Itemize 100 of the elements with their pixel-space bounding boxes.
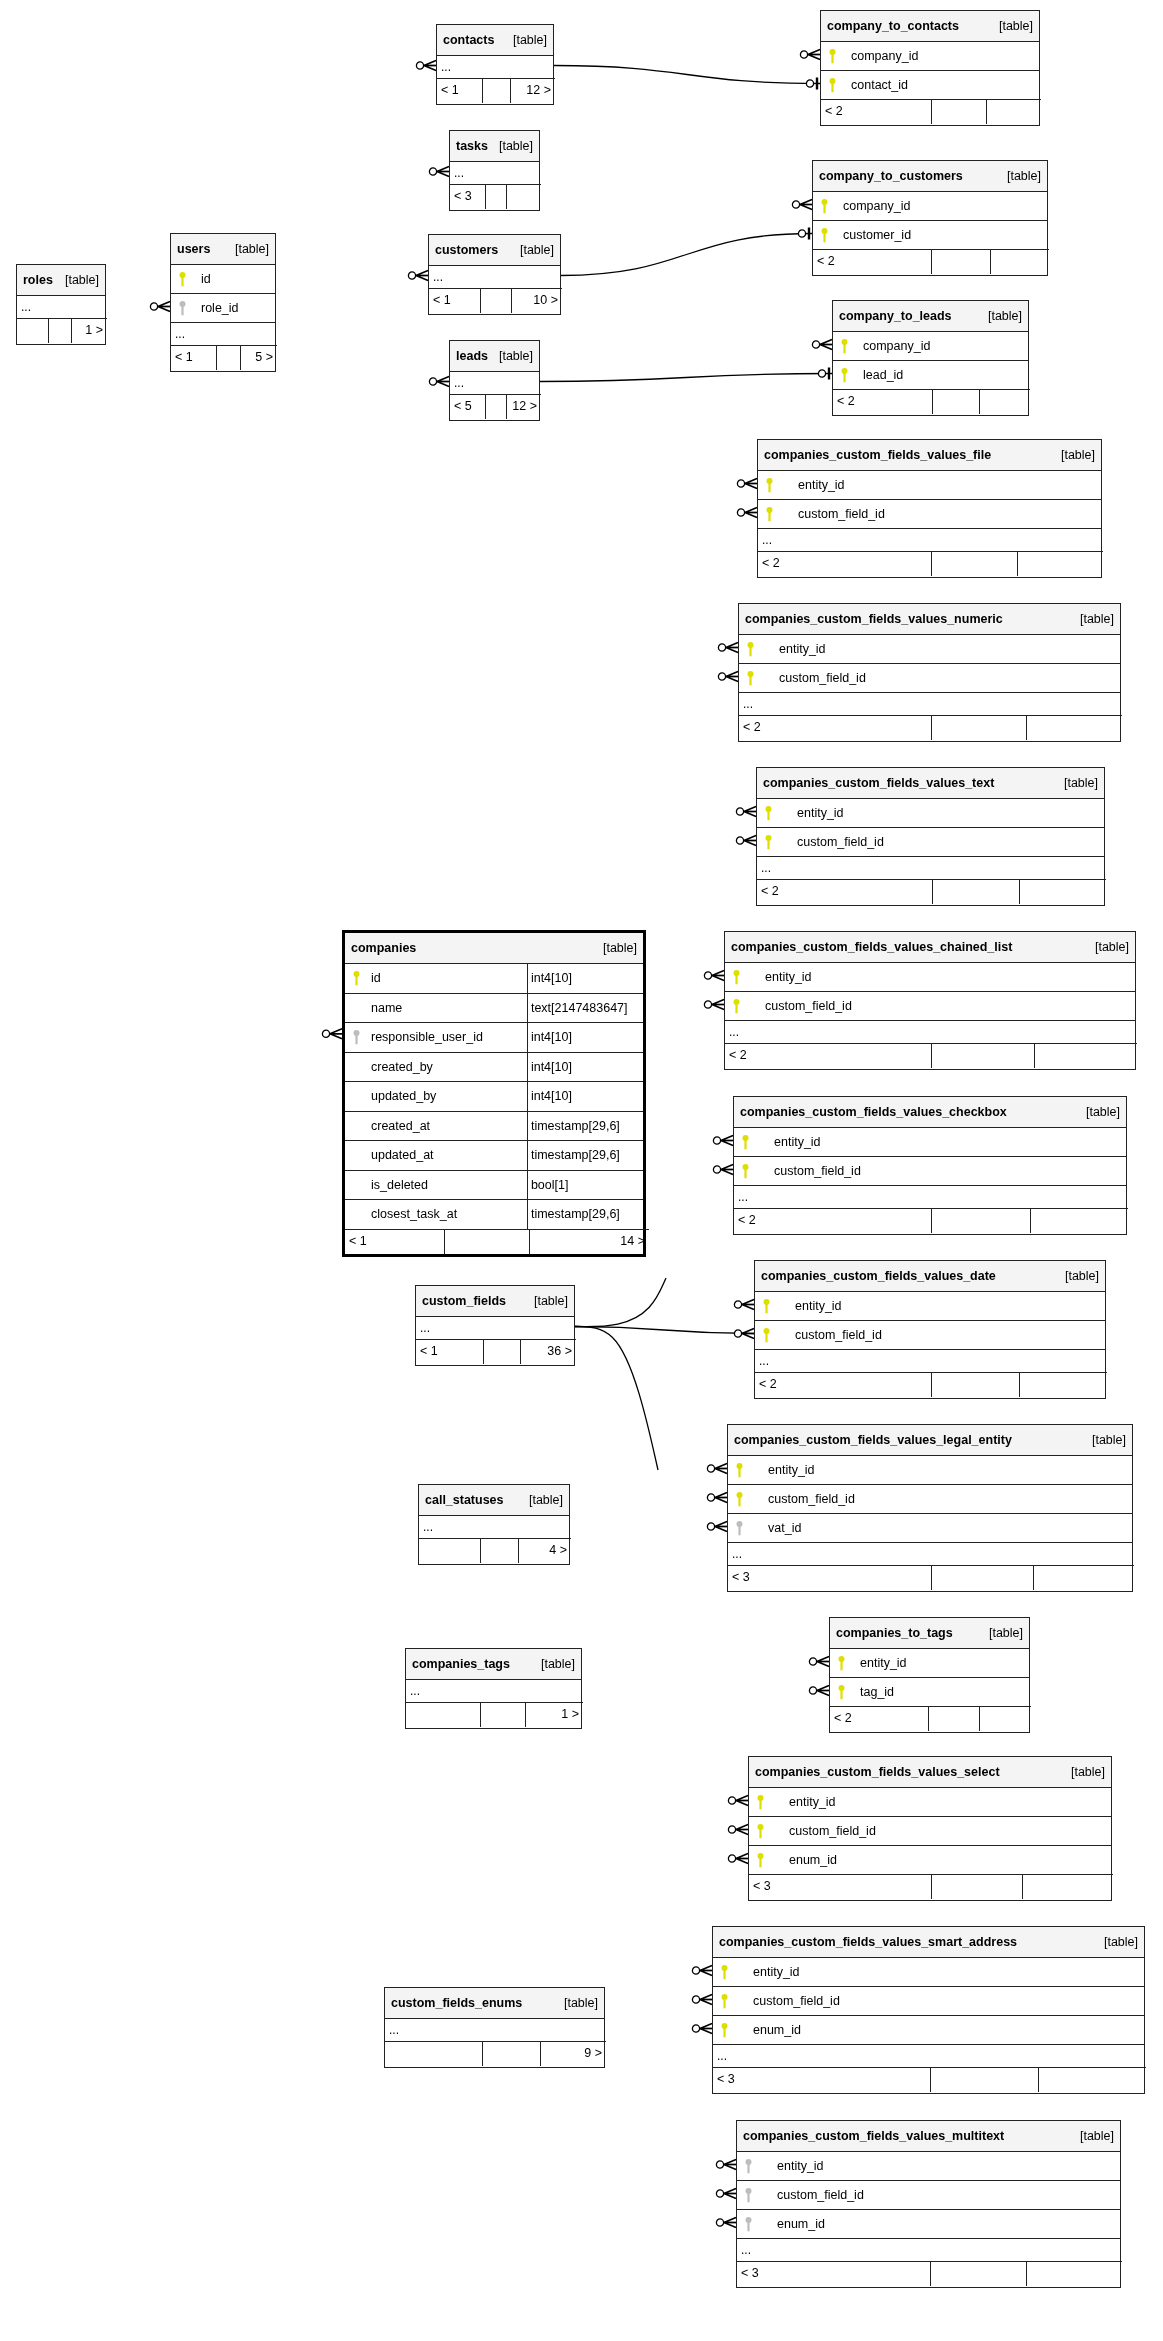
table-box bbox=[384, 1987, 605, 2068]
footer-cell: < 2 bbox=[821, 99, 931, 124]
table-type-tag: [table] bbox=[988, 1626, 1023, 1640]
empty-footer-cell bbox=[484, 184, 507, 209]
ellipsis-row: ... bbox=[725, 1020, 1135, 1043]
column-row bbox=[345, 1110, 643, 1140]
table-box bbox=[820, 10, 1040, 126]
column-name: custom_field_id bbox=[774, 1164, 861, 1178]
table-name: companies_custom_fields_values_select bbox=[755, 1765, 1000, 1779]
table-name: companies_custom_fields_values_date bbox=[761, 1269, 996, 1283]
ellipsis-row: ... bbox=[758, 528, 1101, 551]
ellipsis-row: ... bbox=[728, 1542, 1132, 1565]
table-box bbox=[812, 160, 1048, 276]
relationship-line bbox=[717, 641, 739, 654]
column-name: enum_id bbox=[789, 1853, 837, 1867]
footer-cell: < 2 bbox=[725, 1043, 931, 1068]
table-type-tag: [table] bbox=[498, 349, 533, 363]
relationship-line bbox=[735, 805, 757, 818]
table-type-tag: [table] bbox=[1085, 1105, 1120, 1119]
footer-cell: 12 > bbox=[506, 394, 541, 419]
relationship-line bbox=[703, 998, 725, 1011]
table-name: companies_custom_fields_values_file bbox=[764, 448, 992, 462]
empty-footer-cell bbox=[1037, 2067, 1146, 2092]
table-name: companies bbox=[351, 941, 417, 955]
ellipsis-row: ... bbox=[437, 55, 553, 78]
relationship-line bbox=[727, 1794, 749, 1807]
relationship-line bbox=[706, 1491, 728, 1504]
column-row bbox=[345, 1199, 643, 1229]
column-row bbox=[345, 1051, 643, 1081]
column-name: entity_id bbox=[768, 1463, 815, 1477]
table-name: tasks bbox=[456, 139, 488, 153]
column-name: entity_id bbox=[797, 806, 844, 820]
column-row bbox=[345, 1140, 643, 1170]
column-name: entity_id bbox=[798, 478, 845, 492]
table-box bbox=[829, 1617, 1030, 1733]
footer-cell: < 3 bbox=[749, 1874, 931, 1899]
empty-footer-cell bbox=[930, 551, 1017, 576]
empty-footer-cell bbox=[482, 2041, 540, 2066]
footer-cell: < 2 bbox=[755, 1372, 931, 1397]
table-type-tag: [table] bbox=[1070, 1765, 1105, 1779]
empty-footer-cell bbox=[1016, 551, 1103, 576]
table-type-tag: [table] bbox=[540, 1657, 575, 1671]
ellipsis-row: ... bbox=[17, 295, 105, 318]
relationship-line bbox=[706, 1462, 728, 1475]
ellipsis-row: ... bbox=[755, 1349, 1105, 1372]
ellipsis-row: ... bbox=[385, 2018, 604, 2041]
relationship-line bbox=[811, 338, 833, 351]
relationship-line bbox=[727, 1852, 749, 1865]
column-name: entity_id bbox=[777, 2159, 824, 2173]
column-name: entity_id bbox=[774, 1135, 821, 1149]
footer-cell: 10 > bbox=[511, 288, 562, 313]
table-box bbox=[712, 1926, 1145, 2094]
empty-footer-cell bbox=[931, 1874, 1022, 1899]
relationship-line bbox=[703, 969, 725, 982]
table-box bbox=[724, 931, 1136, 1070]
relationship-line bbox=[808, 1684, 830, 1697]
ellipsis-row: ... bbox=[450, 371, 539, 394]
footer-cell: < 2 bbox=[830, 1706, 929, 1731]
footer-cell: 5 > bbox=[239, 345, 277, 370]
empty-footer-cell bbox=[484, 394, 507, 419]
relationship-line bbox=[428, 165, 450, 178]
column-type: int4[10] bbox=[530, 971, 572, 986]
table-box bbox=[754, 1260, 1106, 1399]
column-name: custom_field_id bbox=[768, 1492, 855, 1506]
footer-cell: < 1 bbox=[416, 1339, 484, 1364]
table-box bbox=[428, 234, 561, 315]
empty-footer-cell bbox=[931, 389, 979, 414]
table-type-tag: [table] bbox=[512, 33, 547, 47]
column-type: timestamp[29,6] bbox=[530, 1118, 620, 1133]
empty-footer-cell bbox=[978, 389, 1030, 414]
table-box bbox=[748, 1756, 1112, 1901]
empty-footer-cell bbox=[1019, 1372, 1107, 1397]
column-name: responsible_user_id bbox=[371, 1030, 483, 1045]
table-box bbox=[733, 1096, 1127, 1235]
table-name: companies_to_tags bbox=[836, 1626, 953, 1640]
table-box bbox=[405, 1648, 582, 1729]
column-row bbox=[345, 1169, 643, 1199]
footer-cell: < 3 bbox=[728, 1565, 931, 1590]
table-name: companies_custom_fields_values_chained_list bbox=[731, 940, 1013, 954]
empty-footer-cell bbox=[931, 249, 990, 274]
column-name: entity_id bbox=[779, 642, 826, 656]
column-name: entity_id bbox=[753, 1965, 800, 1979]
table-name: custom_fields_enums bbox=[391, 1996, 523, 2010]
table-type-tag: [table] bbox=[1079, 2129, 1114, 2143]
column-name: vat_id bbox=[768, 1521, 802, 1535]
column-name: custom_field_id bbox=[795, 1328, 882, 1342]
relationship-line bbox=[715, 2158, 737, 2171]
footer-cell: 12 > bbox=[510, 78, 555, 103]
relationship-line bbox=[735, 834, 757, 847]
empty-footer-cell bbox=[443, 1228, 529, 1254]
empty-footer-cell bbox=[1018, 879, 1106, 904]
table-name: companies_custom_fields_values_legal_entity bbox=[734, 1433, 1012, 1447]
footer-cell: 9 > bbox=[539, 2041, 606, 2066]
table-type-tag: [table] bbox=[1079, 612, 1114, 626]
empty-footer-cell bbox=[928, 1706, 979, 1731]
table-name: customers bbox=[435, 243, 499, 257]
footer-cell: < 2 bbox=[757, 879, 932, 904]
table-name: call_statuses bbox=[425, 1493, 504, 1507]
column-type: int4[10] bbox=[530, 1030, 572, 1045]
relationship-line bbox=[428, 375, 450, 388]
